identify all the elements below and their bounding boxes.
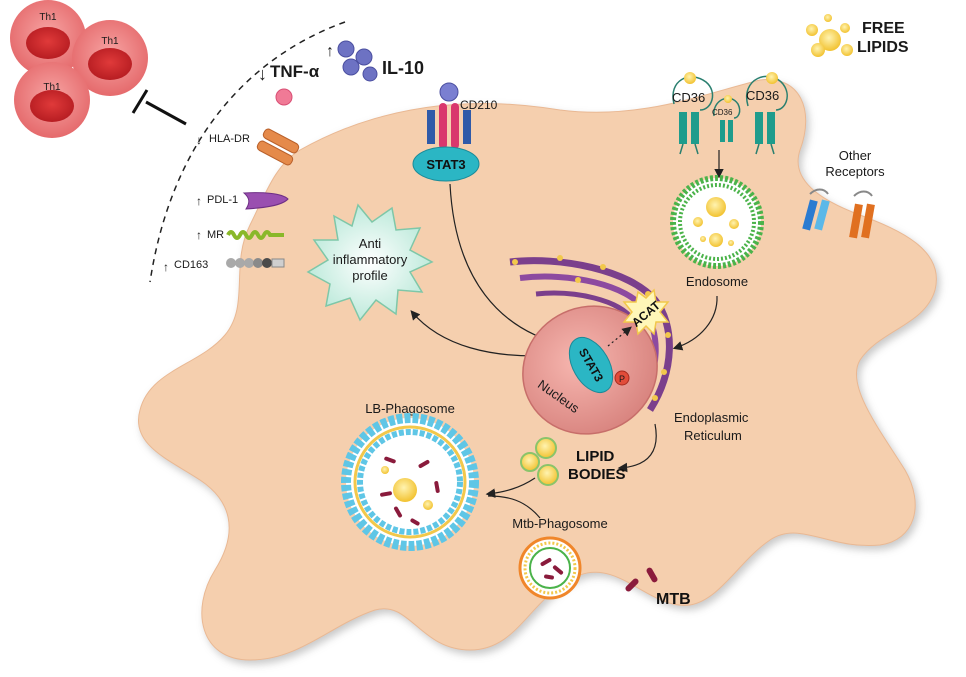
free-lipids-label: FREE (862, 20, 905, 37)
hla-dr-label: HLA-DR (209, 133, 250, 145)
il-10: ↑ IL-10 (326, 40, 424, 82)
other-receptors-label: Receptors (825, 164, 885, 179)
cd210-receptor: CD210 STAT3 (412, 82, 498, 182)
lipid-bodies-label: LIPID (576, 448, 615, 465)
marker-hla-dr: ↓ HLA-DR (196, 128, 300, 166)
down-arrow-icon: ↓ (196, 133, 202, 147)
inhibition-symbol (131, 89, 187, 126)
arrow-lipid-bodies-lb-phagosome (485, 477, 536, 498)
mr-label: MR (207, 229, 224, 241)
anti-inflammatory-label: Anti (359, 236, 382, 251)
nucleus: Nucleus STAT3 P (522, 305, 658, 435)
il10-label: IL-10 (382, 58, 424, 78)
th1-label: Th1 (39, 12, 57, 23)
er-label: Endoplasmic (674, 410, 749, 425)
cd36-label: CD36 (712, 108, 733, 117)
up-arrow-icon: ↑ (326, 43, 334, 60)
endosome-label: Endosome (686, 274, 748, 289)
other-receptors-label: Other (839, 148, 872, 163)
th1-cell-2: Th1 (72, 20, 148, 96)
mtb-label: MTB (656, 591, 691, 608)
mtb-phagosome: Mtb-Phagosome (512, 516, 608, 600)
stat3-label: STAT3 (426, 157, 465, 172)
anti-inflammatory-label: inflammatory (333, 252, 408, 267)
cd36-label: CD36 (746, 88, 779, 103)
up-arrow-icon: ↑ (196, 194, 202, 208)
arrow-er-lipid-bodies (617, 423, 657, 473)
er-label: Reticulum (684, 428, 742, 443)
th1-cell-1: Th1 (10, 0, 86, 76)
anti-inflammatory-label: profile (352, 268, 387, 283)
cd36-receptors: CD36 CD36 CD36 (672, 72, 788, 155)
cd163-label: CD163 (174, 259, 208, 271)
th1-cell-3: Th1 (14, 62, 90, 138)
dashed-boundary (149, 21, 346, 283)
lb-phagosome: LB-Phagosome (341, 401, 479, 551)
endosome: Endosome (670, 175, 764, 289)
pdl-1-label: PDL-1 (207, 194, 238, 206)
mtb-phagosome-label: Mtb-Phagosome (512, 516, 607, 531)
tnf-label: TNF-α (270, 62, 320, 81)
marker-pdl-1: ↑ PDL-1 (196, 192, 289, 210)
anti-inflammatory-profile: Anti inflammatory profile (306, 203, 434, 322)
marker-cd163: ↑ CD163 (163, 258, 285, 274)
lipid-bodies: LIPID BODIES (520, 437, 626, 486)
mtb: MTB (625, 567, 691, 608)
free-lipids: FREE LIPIDS (806, 14, 909, 57)
arrow-mtb-phagosome-lb-phagosome (487, 495, 541, 519)
th1-label: Th1 (101, 36, 119, 47)
th1-label: Th1 (43, 82, 61, 93)
down-arrow-icon: ↓ (258, 64, 267, 84)
up-arrow-icon: ↑ (163, 260, 169, 274)
other-receptors: Other Receptors (802, 148, 885, 239)
lb-phagosome-label: LB-Phagosome (365, 401, 455, 416)
cd210-label: CD210 (460, 98, 498, 112)
phospho-label: P (619, 374, 625, 384)
arrow-endosome-er (672, 295, 718, 351)
marker-mr: ↑ MR (196, 228, 284, 242)
tnf-alpha: ↓ TNF-α (258, 62, 320, 106)
up-arrow-icon: ↑ (196, 228, 202, 242)
lipid-bodies-label: BODIES (568, 466, 626, 483)
free-lipids-label: LIPIDS (857, 39, 909, 56)
cd36-label: CD36 (672, 90, 705, 105)
